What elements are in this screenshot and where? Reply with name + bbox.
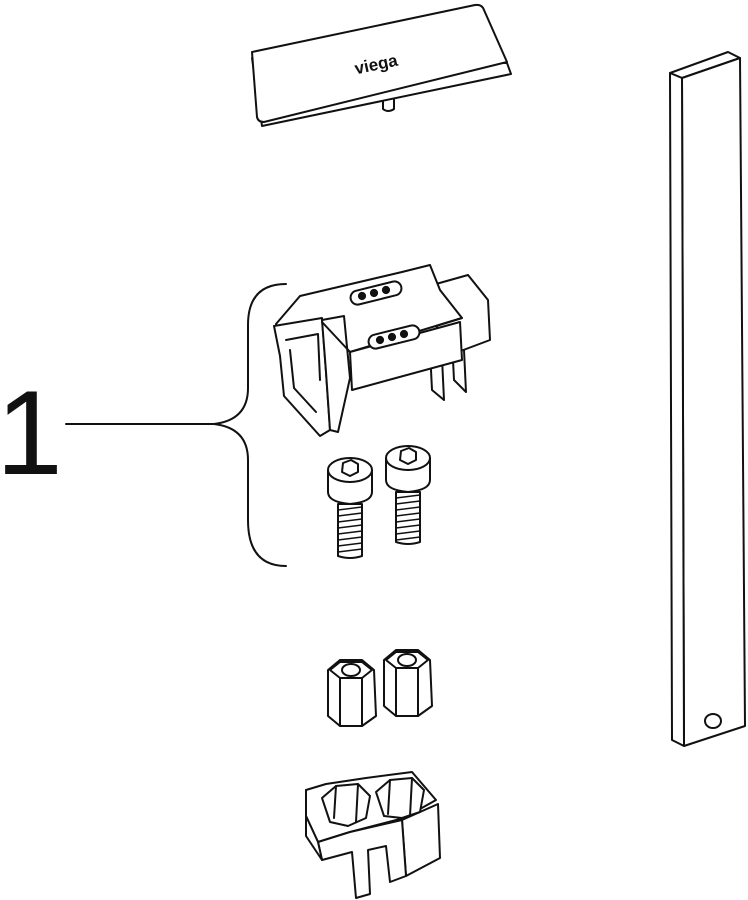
hex-nut-icon (327, 659, 377, 727)
nut-holder-icon (305, 771, 441, 899)
screw-icon (327, 457, 373, 559)
cover-plate-icon: viega (251, 3, 512, 127)
hex-nut-icon (383, 649, 433, 717)
screw-icon (385, 445, 431, 545)
callout-bracket (65, 283, 287, 567)
profile-bar-icon (669, 51, 746, 747)
mounting-bracket-icon (273, 264, 491, 437)
callout-number: 1 (0, 366, 63, 500)
